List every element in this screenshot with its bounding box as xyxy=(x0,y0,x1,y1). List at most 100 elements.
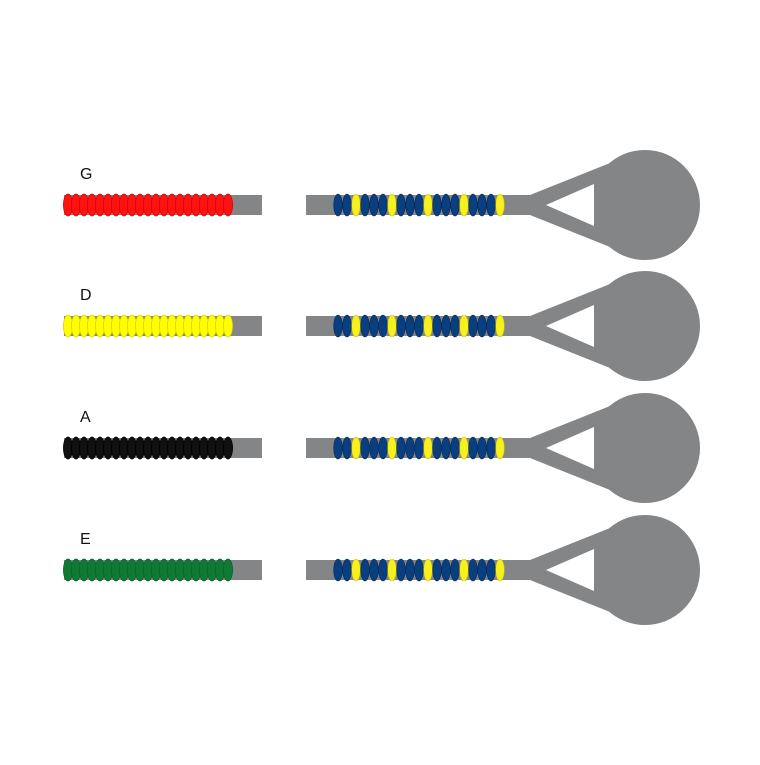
silk-winding xyxy=(63,436,233,460)
loop-opening xyxy=(546,305,594,347)
loop-ball xyxy=(590,271,700,381)
end-winding-bead xyxy=(432,436,442,460)
end-winding-bead xyxy=(477,558,487,582)
end-winding-bead xyxy=(333,558,343,582)
end-winding-bead xyxy=(432,558,442,582)
end-winding-accent-bead xyxy=(351,193,361,217)
end-winding xyxy=(333,193,505,217)
loop-end xyxy=(530,271,700,381)
end-winding-bead xyxy=(477,193,487,217)
end-winding-accent-bead xyxy=(459,436,469,460)
end-winding-bead xyxy=(360,314,370,338)
end-winding-bead xyxy=(477,436,487,460)
end-winding-bead xyxy=(486,193,496,217)
end-winding-bead xyxy=(432,193,442,217)
end-winding-accent-bead xyxy=(495,436,505,460)
string-row-g: G xyxy=(63,150,700,260)
silk-winding xyxy=(63,558,233,582)
end-winding-bead xyxy=(441,314,451,338)
end-winding-bead xyxy=(477,314,487,338)
silk-winding-bead xyxy=(223,558,233,582)
end-winding-accent-bead xyxy=(459,314,469,338)
end-winding-bead xyxy=(486,314,496,338)
end-winding-bead xyxy=(486,558,496,582)
end-winding-accent-bead xyxy=(351,558,361,582)
end-winding-accent-bead xyxy=(459,193,469,217)
end-winding xyxy=(333,436,505,460)
end-winding-bead xyxy=(468,193,478,217)
end-winding-bead xyxy=(360,436,370,460)
end-winding-bead xyxy=(468,314,478,338)
string-label: G xyxy=(80,166,92,183)
loop-opening xyxy=(546,549,594,591)
string-row-d: D xyxy=(63,271,700,381)
end-winding-bead xyxy=(414,193,424,217)
end-winding-accent-bead xyxy=(423,436,433,460)
end-winding-bead xyxy=(369,314,379,338)
end-winding-bead xyxy=(369,558,379,582)
end-winding-bead xyxy=(333,193,343,217)
end-winding-bead xyxy=(468,436,478,460)
end-winding-bead xyxy=(378,558,388,582)
loop-opening xyxy=(546,427,594,469)
string-row-a: A xyxy=(63,393,700,503)
end-winding-bead xyxy=(441,193,451,217)
end-winding-bead xyxy=(333,436,343,460)
end-winding-bead xyxy=(450,436,460,460)
end-winding-bead xyxy=(486,436,496,460)
end-winding-accent-bead xyxy=(459,558,469,582)
end-winding-bead xyxy=(342,558,352,582)
end-winding-bead xyxy=(396,558,406,582)
string-label: E xyxy=(80,531,91,548)
end-winding-accent-bead xyxy=(387,314,397,338)
end-winding-bead xyxy=(342,436,352,460)
end-winding-accent-bead xyxy=(495,314,505,338)
end-winding-bead xyxy=(342,314,352,338)
end-winding-bead xyxy=(432,314,442,338)
end-winding-bead xyxy=(396,314,406,338)
loop-end xyxy=(530,393,700,503)
silk-winding xyxy=(63,193,233,217)
end-winding-bead xyxy=(378,436,388,460)
loop-ball xyxy=(590,393,700,503)
end-winding-bead xyxy=(441,436,451,460)
loop-end xyxy=(530,515,700,625)
end-winding-bead xyxy=(441,558,451,582)
string-row-e: E xyxy=(63,515,700,625)
string-label: D xyxy=(80,287,92,304)
end-winding-bead xyxy=(405,558,415,582)
end-winding-bead xyxy=(360,558,370,582)
end-winding-bead xyxy=(450,558,460,582)
string-label: A xyxy=(80,409,91,426)
silk-winding-bead xyxy=(223,314,233,338)
end-winding-accent-bead xyxy=(495,193,505,217)
end-winding xyxy=(333,558,505,582)
end-winding-accent-bead xyxy=(387,436,397,460)
end-winding-bead xyxy=(342,193,352,217)
loop-end xyxy=(530,150,700,260)
end-winding-bead xyxy=(396,436,406,460)
end-winding-bead xyxy=(369,193,379,217)
end-winding-bead xyxy=(360,193,370,217)
end-winding-bead xyxy=(450,314,460,338)
end-winding-bead xyxy=(414,314,424,338)
end-winding-bead xyxy=(333,314,343,338)
end-winding-accent-bead xyxy=(423,314,433,338)
end-winding-bead xyxy=(405,193,415,217)
loop-opening xyxy=(546,184,594,226)
loop-ball xyxy=(590,150,700,260)
end-winding-bead xyxy=(378,314,388,338)
end-winding-bead xyxy=(369,436,379,460)
end-winding-bead xyxy=(405,314,415,338)
end-winding-bead xyxy=(414,558,424,582)
end-winding xyxy=(333,314,505,338)
end-winding-accent-bead xyxy=(387,193,397,217)
end-winding-bead xyxy=(468,558,478,582)
end-winding-bead xyxy=(378,193,388,217)
end-winding-bead xyxy=(405,436,415,460)
end-winding-accent-bead xyxy=(351,436,361,460)
silk-winding-bead xyxy=(223,436,233,460)
end-winding-accent-bead xyxy=(351,314,361,338)
